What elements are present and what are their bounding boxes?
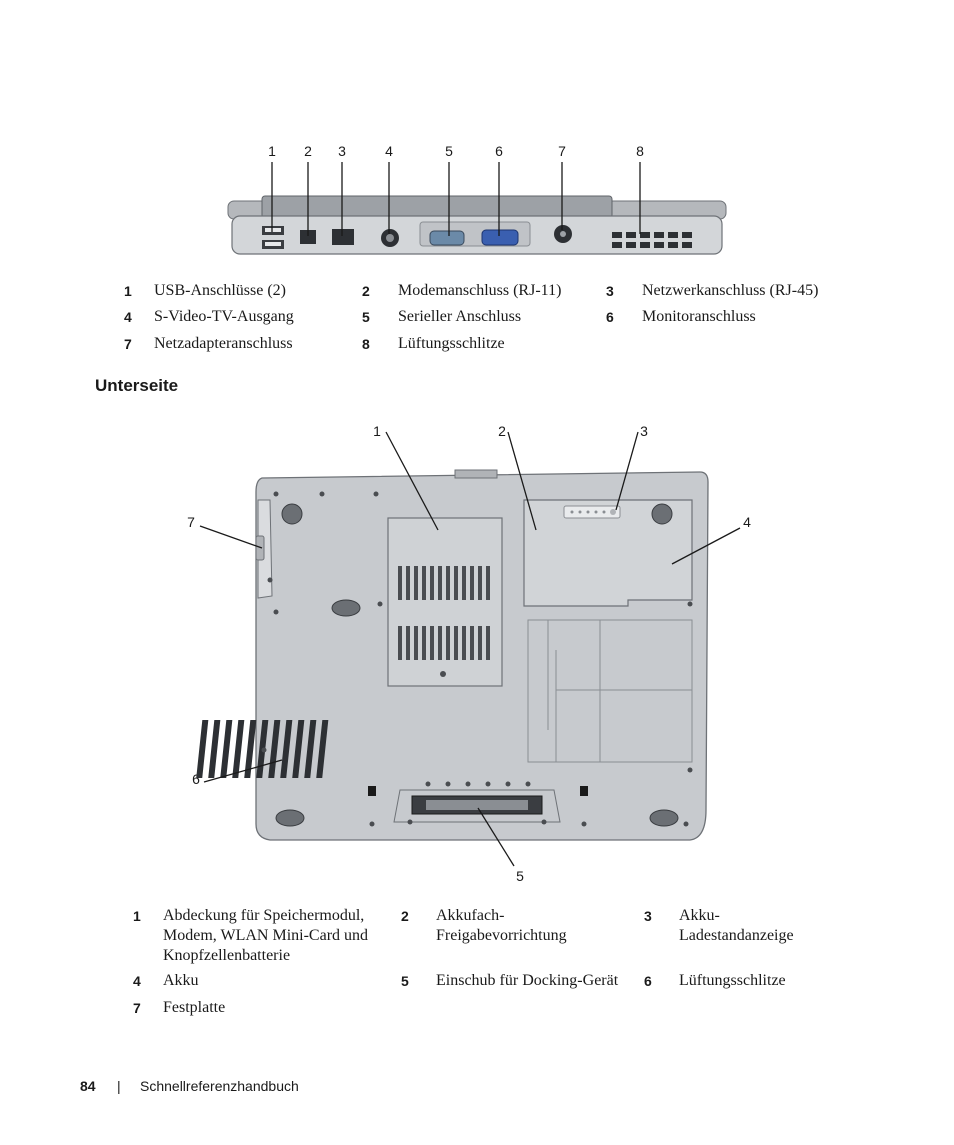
footer-title: Schnellreferenzhandbuch	[140, 1078, 299, 1094]
laptop-back-body	[227, 195, 727, 255]
bottom-legend-num-1: 1	[133, 908, 141, 924]
bottom-callout-2: 2	[498, 423, 506, 439]
bottom-legend-text-6: Lüftungsschlitze	[679, 972, 786, 989]
back-legend-text-8: Lüftungsschlitze	[398, 335, 505, 352]
bottom-legend-text-3-line-1: Akku-	[679, 907, 720, 924]
back-legend-text-1: USB-Anschlüsse (2)	[154, 282, 286, 299]
back-legend-text-3: Netzwerkanschluss (RJ-45)	[642, 282, 819, 299]
bottom-legend-num-2: 2	[401, 908, 409, 924]
modem-port	[300, 230, 316, 244]
bottom-legend-text-2: Akkufach- Freigabevorrichtung	[436, 906, 567, 946]
back-legend-text-4: S-Video-TV-Ausgang	[154, 308, 294, 325]
bottom-legend-text-2-line-1: Akkufach-	[436, 907, 505, 924]
bottom-legend-text-1-line-2: Modem, WLAN Mini-Card und	[163, 927, 369, 944]
back-legend-num-6: 6	[606, 309, 614, 325]
back-legend-num-4: 4	[124, 309, 132, 325]
back-legend-text-2: Modemanschluss (RJ-11)	[398, 282, 562, 299]
back-callout-8: 8	[636, 143, 644, 159]
bottom-legend-text-1-line-1: Abdeckung für Speichermodul,	[163, 907, 365, 924]
docking-connector	[393, 789, 561, 823]
bottom-legend-text-5: Einschub für Docking-Gerät	[436, 972, 619, 989]
back-legend-num-3: 3	[606, 283, 614, 299]
usb-ports	[262, 226, 284, 249]
back-view-figure: 1 2 3 4 5 6 7 8	[227, 143, 727, 255]
back-callout-6: 6	[495, 143, 503, 159]
bottom-legend-text-3-line-2: Ladestandanzeige	[679, 927, 794, 944]
bottom-callout-6: 6	[192, 771, 200, 787]
bottom-legend-num-5: 5	[401, 973, 409, 989]
page-number: 84	[80, 1078, 96, 1094]
back-legend-num-2: 2	[362, 283, 370, 299]
back-legend-num-7: 7	[124, 336, 132, 352]
back-legend-num-5: 5	[362, 309, 370, 325]
serial-port	[429, 230, 465, 246]
bottom-legend-num-4: 4	[133, 973, 141, 989]
back-legend-text-5: Serieller Anschluss	[398, 308, 522, 325]
section-heading-unterseite: Unterseite	[95, 376, 179, 395]
back-leader-lines	[271, 162, 641, 236]
network-port	[332, 229, 354, 245]
bottom-legend-text-4: Akku	[163, 972, 199, 989]
bottom-legend-num-3: 3	[644, 908, 652, 924]
back-callout-2: 2	[304, 143, 312, 159]
bottom-callout-7: 7	[187, 514, 195, 530]
bottom-legend-text-2-line-2: Freigabevorrichtung	[436, 927, 567, 944]
battery	[523, 499, 693, 607]
bottom-screws	[261, 491, 693, 827]
bottom-legend-text-1: Abdeckung für Speichermodul, Modem, WLAN…	[163, 906, 368, 966]
bottom-callout-1: 1	[373, 423, 381, 439]
bottom-callout-4: 4	[743, 514, 751, 530]
bottom-legend-num-7: 7	[133, 1000, 141, 1016]
bottom-panels	[527, 619, 693, 763]
bottom-leader-lines	[199, 431, 741, 867]
hard-drive	[255, 499, 273, 599]
back-vents	[612, 232, 692, 248]
back-callout-3: 3	[338, 143, 346, 159]
bottom-callout-3: 3	[640, 423, 648, 439]
back-callout-1: 1	[268, 143, 276, 159]
back-legend-num-1: 1	[124, 283, 132, 299]
back-callout-7: 7	[558, 143, 566, 159]
back-callout-numbers: 1 2 3 4 5 6 7 8	[268, 143, 644, 159]
back-callout-5: 5	[445, 143, 453, 159]
rubber-feet	[275, 503, 679, 827]
back-legend-text-6: Monitoranschluss	[642, 308, 756, 325]
battery-charge-gauge	[563, 505, 621, 519]
memory-cover	[387, 517, 503, 687]
bottom-legend-text-3: Akku- Ladestandanzeige	[679, 906, 794, 946]
bottom-callout-5: 5	[516, 868, 524, 884]
vga-port	[481, 229, 519, 246]
bottom-legend-num-6: 6	[644, 973, 652, 989]
footer-separator: |	[117, 1078, 121, 1094]
back-legend-num-8: 8	[362, 336, 370, 352]
bottom-view-figure: 1 2 3 4 5 6 7	[187, 423, 751, 884]
back-legend-text-7: Netzadapteranschluss	[154, 335, 293, 352]
bottom-callout-numbers: 1 2 3 4 5 6 7	[187, 423, 751, 884]
back-callout-4: 4	[385, 143, 393, 159]
bottom-legend-text-7: Festplatte	[163, 999, 226, 1016]
bottom-legend-text-1-line-3: Knopfzellenbatterie	[163, 947, 291, 964]
